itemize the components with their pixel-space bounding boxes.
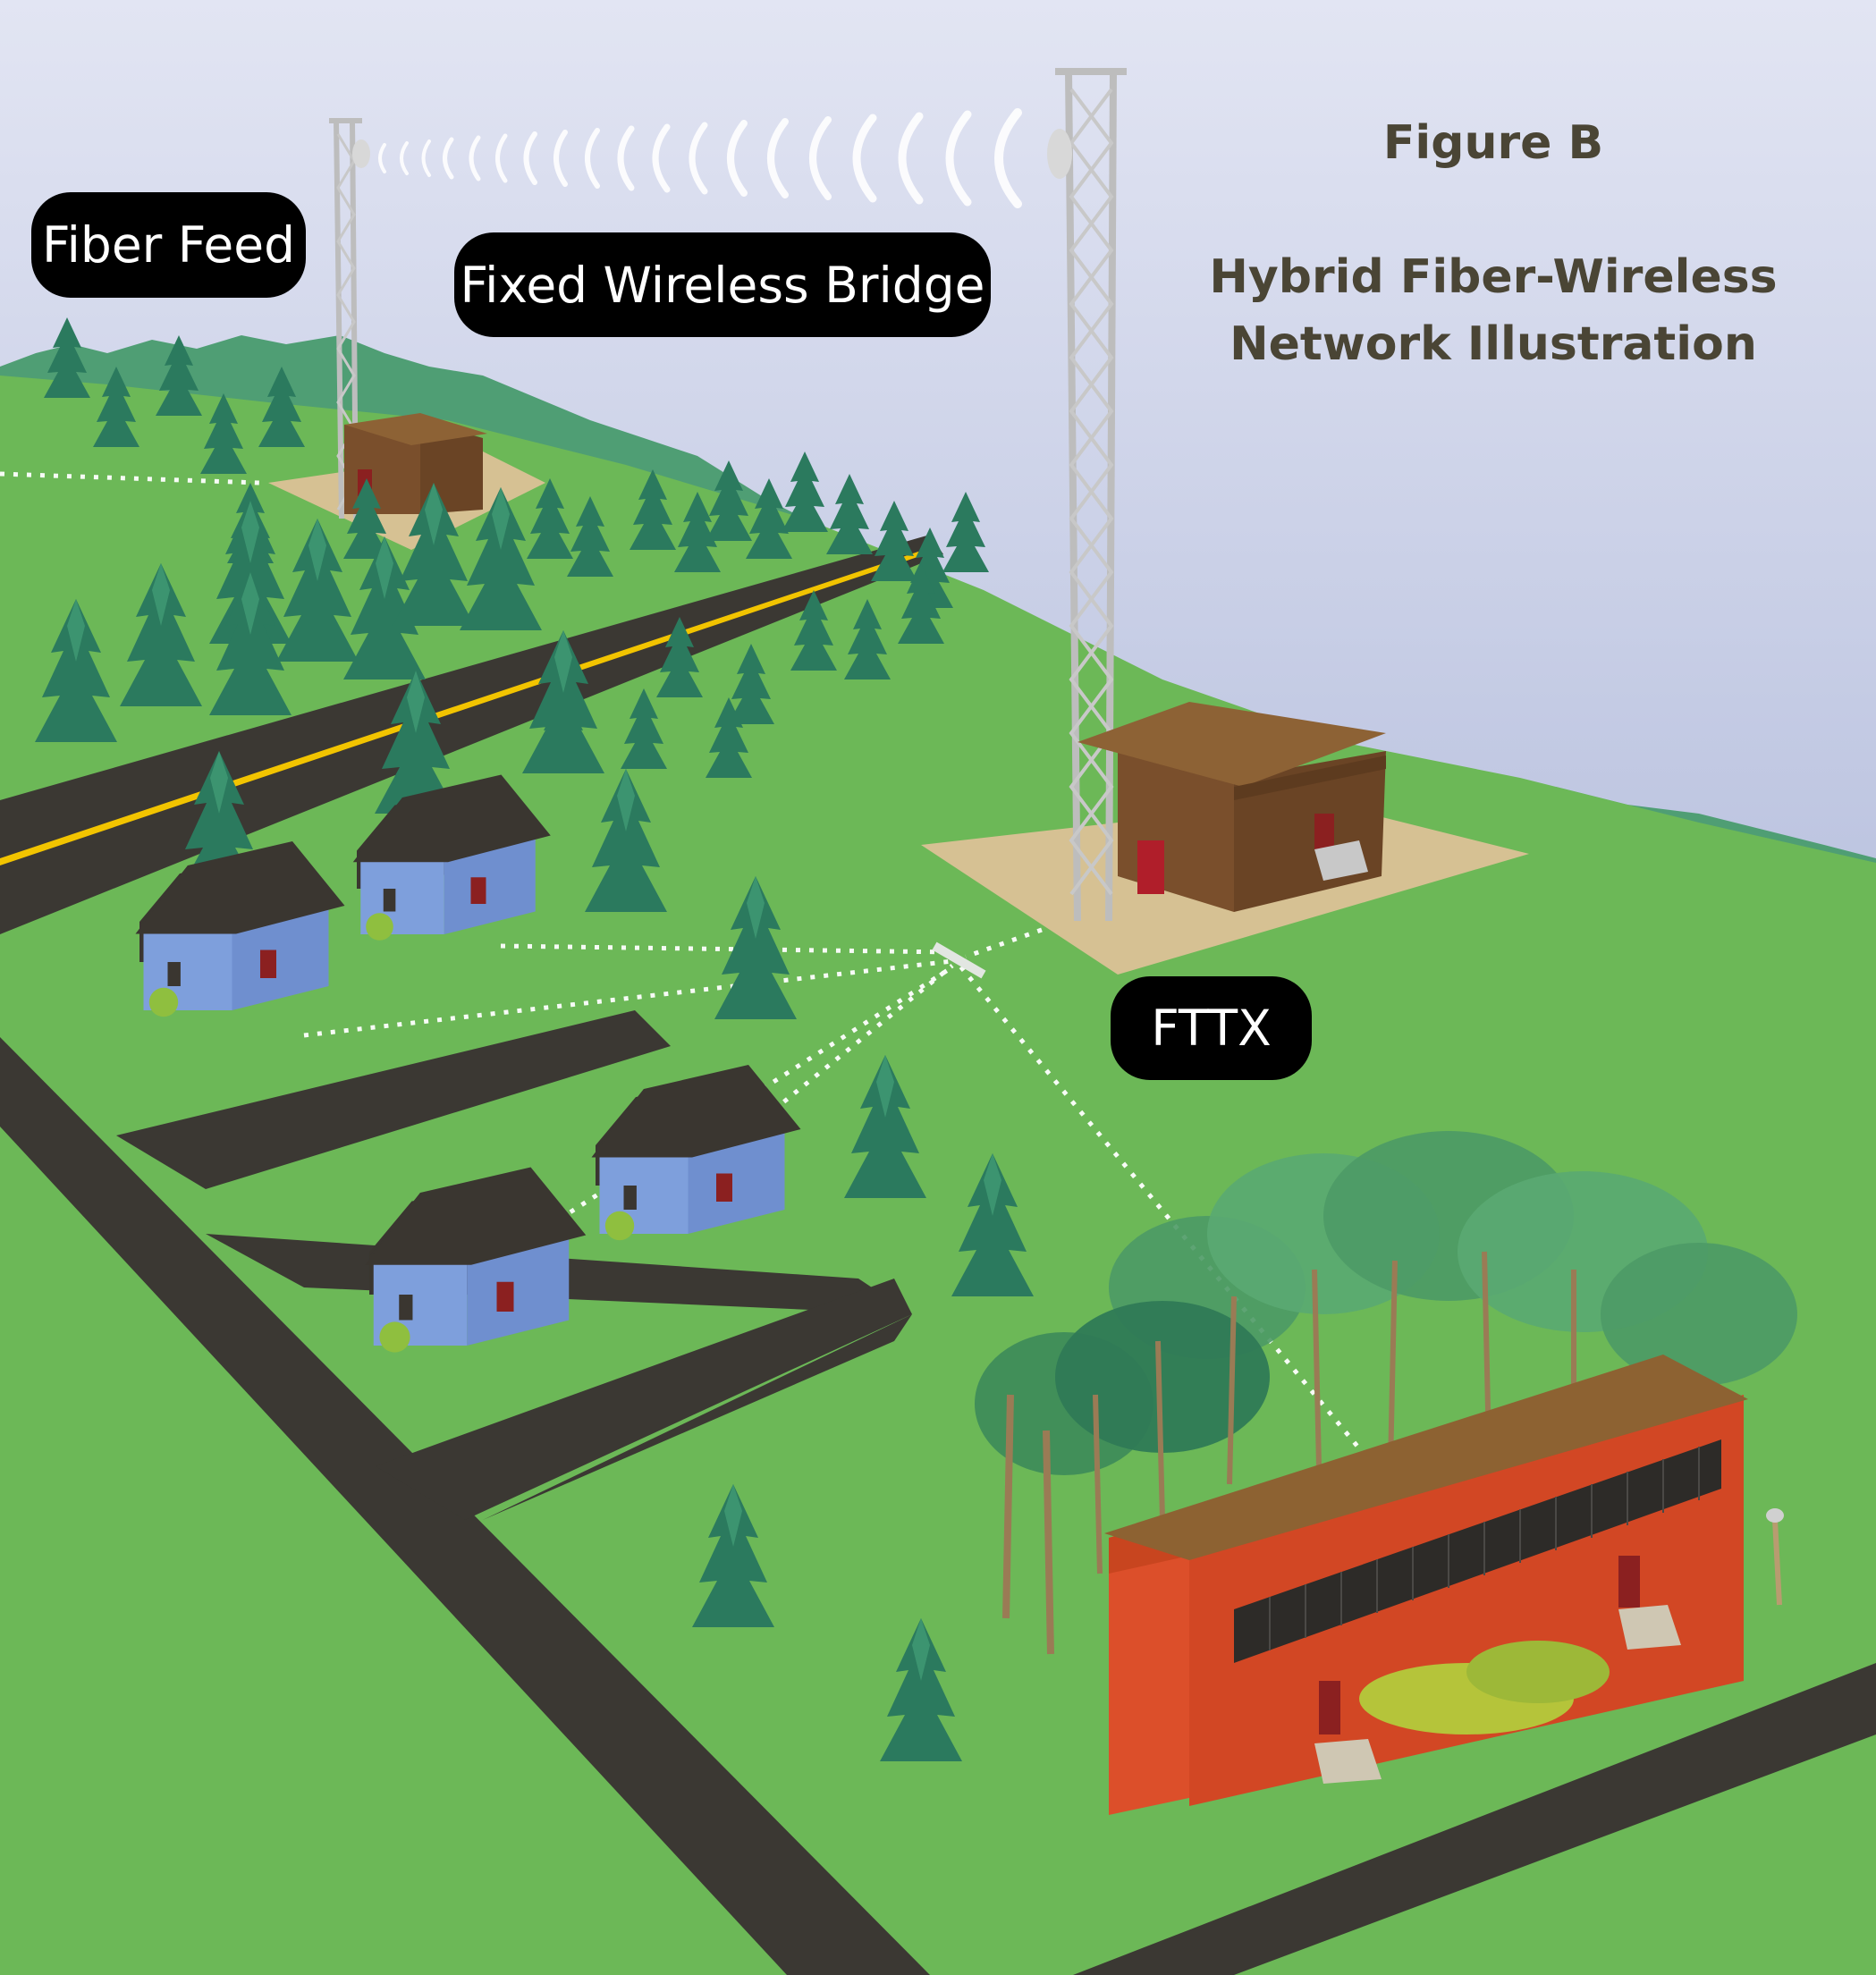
fixed-wireless-bridge-label: Fixed Wireless Bridge bbox=[454, 232, 991, 337]
figure-title-line-1: Hybrid Fiber-Wireless bbox=[1209, 250, 1778, 304]
deciduous-trees bbox=[975, 1131, 1797, 1655]
figure-title-line-2: Network Illustration bbox=[1230, 317, 1757, 371]
fiber-feed-label: Fiber Feed bbox=[31, 192, 306, 298]
fttx-hut bbox=[1077, 702, 1386, 912]
bridge-tower bbox=[1047, 68, 1127, 922]
fttx-label: FTTX bbox=[1111, 976, 1312, 1080]
school-building bbox=[1104, 1355, 1784, 1815]
wireless-signal bbox=[378, 108, 1022, 208]
figure-label: Figure B bbox=[1382, 116, 1604, 170]
